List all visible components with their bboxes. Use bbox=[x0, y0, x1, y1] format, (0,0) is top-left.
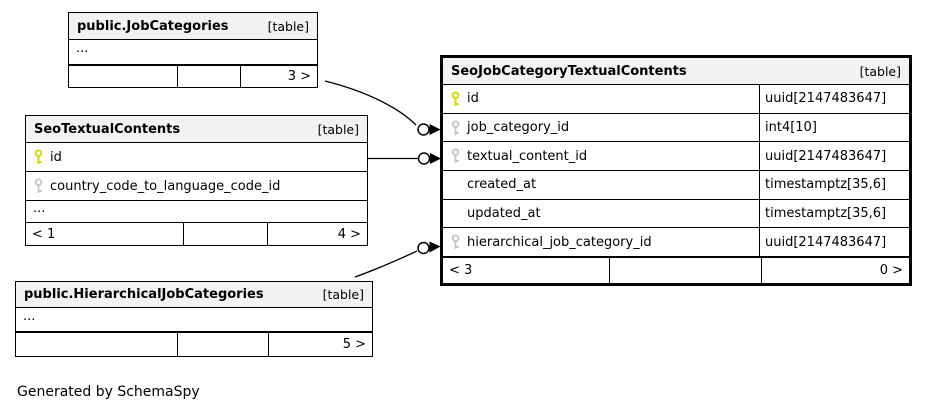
foreign-key-icon bbox=[34, 178, 42, 193]
footer-cell-middle bbox=[610, 258, 762, 284]
column-type: int4[10] bbox=[759, 113, 909, 142]
primary-key-icon bbox=[451, 91, 459, 106]
footer-cell-left: < 1 bbox=[26, 223, 184, 245]
table-footer: < 3 0 > bbox=[443, 257, 909, 284]
table-header[interactable]: public.JobCategories [table] bbox=[69, 13, 317, 40]
column-name: updated_at bbox=[467, 206, 541, 222]
footer-cell-right: 5 > bbox=[342, 337, 366, 352]
ellipsis-row: ... bbox=[69, 40, 317, 65]
column-name: textual_content_id bbox=[467, 148, 588, 164]
footer-cell-middle bbox=[178, 66, 241, 87]
connector-hierarchical-job-categories bbox=[354, 241, 441, 278]
foreign-key-icon bbox=[451, 148, 459, 164]
table-title[interactable]: SeoTextualContents bbox=[34, 121, 181, 137]
table-seo-textual-contents[interactable]: SeoTextualContents [table] id co bbox=[25, 115, 368, 246]
table-footer: < 1 4 > bbox=[26, 222, 367, 245]
table-footer: 3 > bbox=[69, 65, 317, 87]
column-row: updated_at timestamptz[35,6] bbox=[443, 199, 909, 229]
column-name: country_code_to_language_code_id bbox=[50, 178, 281, 194]
table-title[interactable]: SeoJobCategoryTextualContents bbox=[451, 63, 687, 79]
footer-cell-right: 0 > bbox=[879, 263, 903, 279]
column-type: timestamptz[35,6] bbox=[759, 199, 909, 228]
footer-cell-left bbox=[16, 333, 178, 356]
footer-cell-middle bbox=[178, 333, 269, 356]
table-header[interactable]: SeoTextualContents [table] bbox=[26, 116, 367, 143]
table-job-categories[interactable]: public.JobCategories [table] ... 3 > bbox=[68, 12, 318, 88]
ellipsis-row: ... bbox=[33, 201, 46, 216]
column-name: id bbox=[467, 91, 479, 107]
column-row: id uuid[2147483647] bbox=[443, 85, 909, 114]
connector-seo-textual-contents bbox=[368, 152, 441, 165]
table-type-badge: [table] bbox=[322, 287, 364, 302]
foreign-key-icon bbox=[451, 119, 459, 135]
table-type-badge: [table] bbox=[317, 121, 359, 137]
column-row: created_at timestamptz[35,6] bbox=[443, 171, 909, 200]
primary-key-icon bbox=[34, 149, 42, 164]
table-hierarchical-job-categories[interactable]: public.HierarchicalJobCategories [table]… bbox=[15, 281, 373, 357]
table-header[interactable]: SeoJobCategoryTextualContents [table] bbox=[443, 58, 909, 85]
column-row: textual_content_id uuid[2147483647] bbox=[443, 142, 909, 172]
column-row: job_category_id int4[10] bbox=[443, 113, 909, 143]
table-title[interactable]: public.JobCategories bbox=[77, 18, 229, 34]
footer-cell-right: 3 > bbox=[287, 69, 311, 84]
footer-cell-left: < 3 bbox=[443, 258, 610, 284]
column-type: uuid[2147483647] bbox=[759, 85, 909, 113]
column-name: id bbox=[50, 149, 62, 165]
column-row: country_code_to_language_code_id bbox=[26, 172, 367, 201]
table-header[interactable]: public.HierarchicalJobCategories [table] bbox=[16, 282, 372, 308]
column-type: timestamptz[35,6] bbox=[759, 171, 909, 199]
footer-cell-left bbox=[69, 66, 178, 87]
column-type: uuid[2147483647] bbox=[759, 142, 909, 171]
column-name: hierarchical_job_category_id bbox=[467, 234, 652, 250]
ellipsis-row: ... bbox=[16, 308, 372, 332]
footer-cell-middle bbox=[184, 223, 268, 245]
generated-by-note: Generated by SchemaSpy bbox=[17, 384, 200, 400]
column-name: job_category_id bbox=[467, 120, 570, 136]
table-seo-job-category-textual-contents[interactable]: SeoJobCategoryTextualContents [table] id… bbox=[440, 55, 912, 287]
table-type-badge: [table] bbox=[859, 63, 901, 79]
table-title[interactable]: public.HierarchicalJobCategories bbox=[24, 287, 264, 302]
column-name: created_at bbox=[467, 177, 537, 193]
column-type: uuid[2147483647] bbox=[759, 228, 909, 257]
footer-cell-right: 4 > bbox=[337, 226, 361, 242]
column-row: hierarchical_job_category_id uuid[214748… bbox=[443, 228, 909, 258]
table-footer: 5 > bbox=[16, 332, 372, 356]
table-type-badge: [table] bbox=[267, 18, 309, 34]
foreign-key-icon bbox=[451, 234, 459, 250]
column-row: id bbox=[26, 143, 367, 172]
